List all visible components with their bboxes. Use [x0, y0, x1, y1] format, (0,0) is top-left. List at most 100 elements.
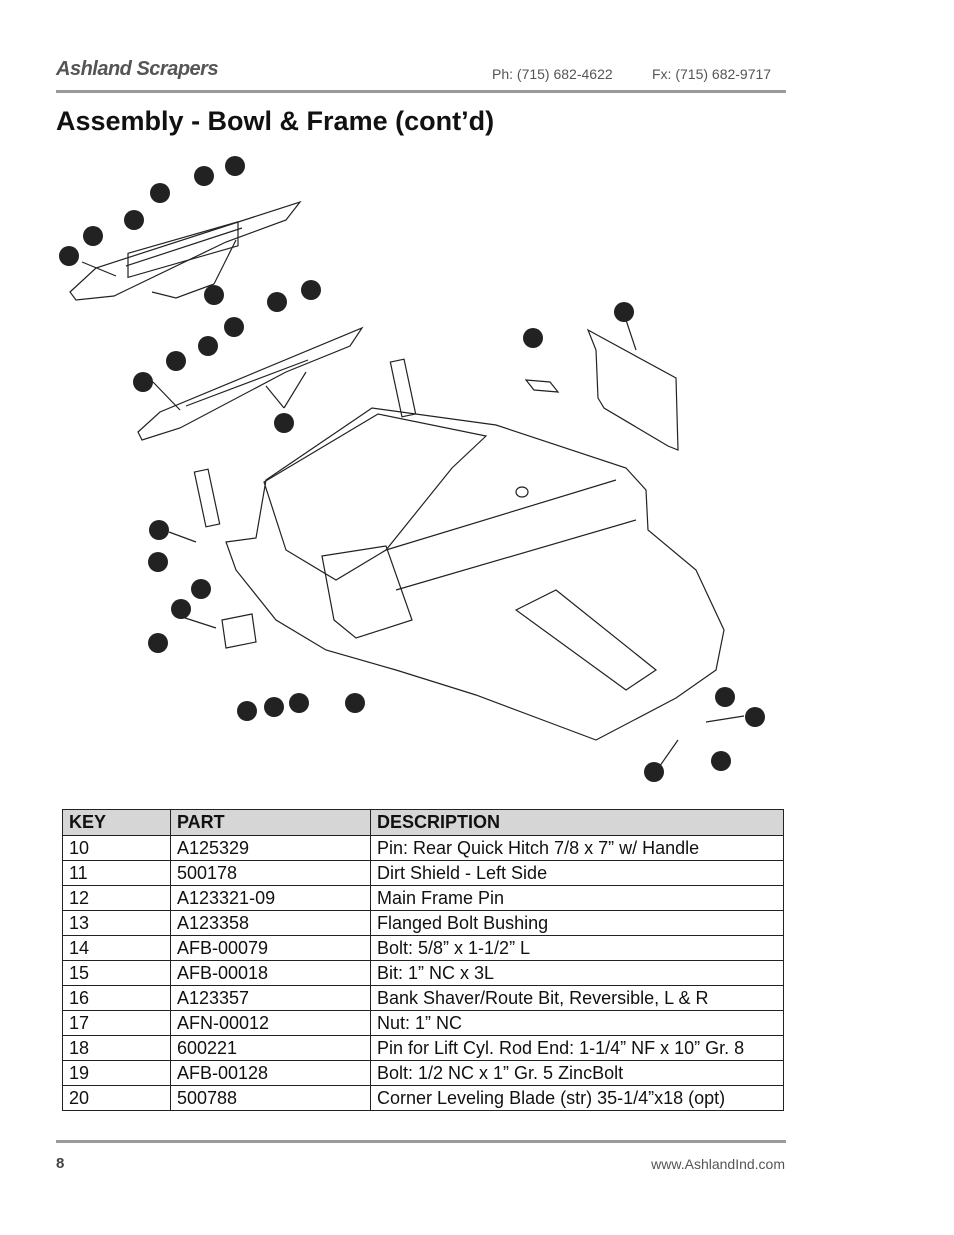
callout-circle — [237, 701, 257, 721]
cell-description: Pin for Lift Cyl. Rod End: 1-1/4” NF x 1… — [370, 1035, 784, 1061]
callout-circle — [345, 693, 365, 713]
cell-description: Pin: Rear Quick Hitch 7/8 x 7” w/ Handle — [370, 835, 784, 861]
cell-description: Flanged Bolt Bushing — [370, 910, 784, 936]
callout-label: 5 — [530, 333, 536, 345]
blade-edge — [185, 359, 309, 407]
cell-key: 16 — [62, 985, 171, 1011]
callout-circle — [148, 633, 168, 653]
pivot-hole — [515, 486, 529, 498]
callout-circle — [225, 156, 245, 176]
column-header-description: DESCRIPTION — [370, 809, 784, 836]
callout-circle — [83, 226, 103, 246]
lift-cylinder-right — [389, 358, 417, 418]
callout-label: 2 — [90, 231, 96, 243]
cell-part: 500178 — [170, 860, 371, 886]
callout-circle — [274, 413, 294, 433]
callout-circle — [745, 707, 765, 727]
brand-logo: Ashland Scrapers — [56, 58, 219, 80]
header-rule — [56, 90, 786, 93]
callout-circle — [204, 285, 224, 305]
cell-part: A123321-09 — [170, 885, 371, 911]
callout-label: 16 — [175, 604, 187, 616]
callout-circle — [133, 372, 153, 392]
cross-beam — [395, 519, 637, 591]
callout-label: 1 — [140, 377, 146, 389]
callout-label: 20 — [229, 161, 241, 173]
callout-label: 11 — [349, 698, 360, 710]
callout-circle — [166, 351, 186, 371]
callout-circle — [59, 246, 79, 266]
cell-part: A125329 — [170, 835, 371, 861]
callout-circle — [150, 183, 170, 203]
column-header-part: PART — [170, 809, 371, 836]
leader-line — [213, 239, 237, 285]
leader-line — [265, 385, 285, 409]
cell-key: 19 — [62, 1060, 171, 1086]
rear-beam — [514, 589, 658, 691]
callout-circle — [264, 697, 284, 717]
callout-label: 18 — [152, 557, 164, 569]
callout-circle — [711, 751, 731, 771]
cell-description: Bit: 1” NC x 3L — [370, 960, 784, 986]
cell-description: Nut: 1” NC — [370, 1010, 784, 1036]
cell-part: AFB-00018 — [170, 960, 371, 986]
callout-label: 15 — [152, 638, 164, 650]
dirt-shield-right — [586, 328, 679, 451]
dirt-shield-left — [321, 545, 413, 639]
callout-circle — [614, 302, 634, 322]
cell-part: 500788 — [170, 1085, 371, 1111]
cell-key: 10 — [62, 835, 171, 861]
callout-label: 2 — [173, 356, 179, 368]
column-header-key: KEY — [62, 809, 171, 836]
callout-circle — [124, 210, 144, 230]
cross-beam — [385, 479, 617, 551]
cell-key: 18 — [62, 1035, 171, 1061]
cell-description: Main Frame Pin — [370, 885, 784, 911]
cell-part: AFB-00128 — [170, 1060, 371, 1086]
route-bit — [221, 613, 257, 649]
callout-label: 13 — [268, 702, 280, 714]
leader-line — [81, 261, 117, 277]
leader-line — [168, 531, 197, 543]
lift-cylinder-left — [193, 468, 221, 528]
callout-label: 19 — [153, 525, 165, 537]
callout-label: 6 — [621, 307, 627, 319]
callout-label: 3 — [131, 215, 137, 227]
callout-label: 4 — [211, 290, 217, 302]
cell-part: 600221 — [170, 1035, 371, 1061]
website-link[interactable]: www.AshlandInd.com — [651, 1156, 785, 1172]
leader-line — [283, 371, 307, 409]
cell-key: 15 — [62, 960, 171, 986]
blade-edge — [125, 227, 243, 267]
cell-part: A123357 — [170, 985, 371, 1011]
callout-circle — [148, 552, 168, 572]
table-header-row: KEY PART DESCRIPTION — [62, 809, 784, 836]
cell-description: Bank Shaver/Route Bit, Reversible, L & R — [370, 985, 784, 1011]
callout-label: 12 — [293, 698, 305, 710]
callout-circle — [715, 687, 735, 707]
callout-circle — [171, 599, 191, 619]
callout-label: 2 — [201, 171, 207, 183]
fax-number: Fx: (715) 682-9717 — [652, 66, 772, 82]
callout-circle — [194, 166, 214, 186]
cell-key: 12 — [62, 885, 171, 911]
callout-circle — [191, 579, 211, 599]
callout-label: 7 — [722, 692, 728, 704]
page-title: Assembly - Bowl & Frame (cont’d) — [56, 106, 495, 136]
leader-line — [705, 715, 745, 723]
callout-circle — [149, 520, 169, 540]
leader-line — [151, 283, 215, 299]
cell-description: Bolt: 5/8” x 1-1/2” L — [370, 935, 784, 961]
callout-label: 3 — [205, 341, 211, 353]
bowl-frame — [225, 407, 725, 741]
cell-key: 14 — [62, 935, 171, 961]
cell-description: Dirt Shield - Left Side — [370, 860, 784, 886]
callout-label: 17 — [195, 584, 207, 596]
callout-label: 10 — [648, 767, 660, 779]
